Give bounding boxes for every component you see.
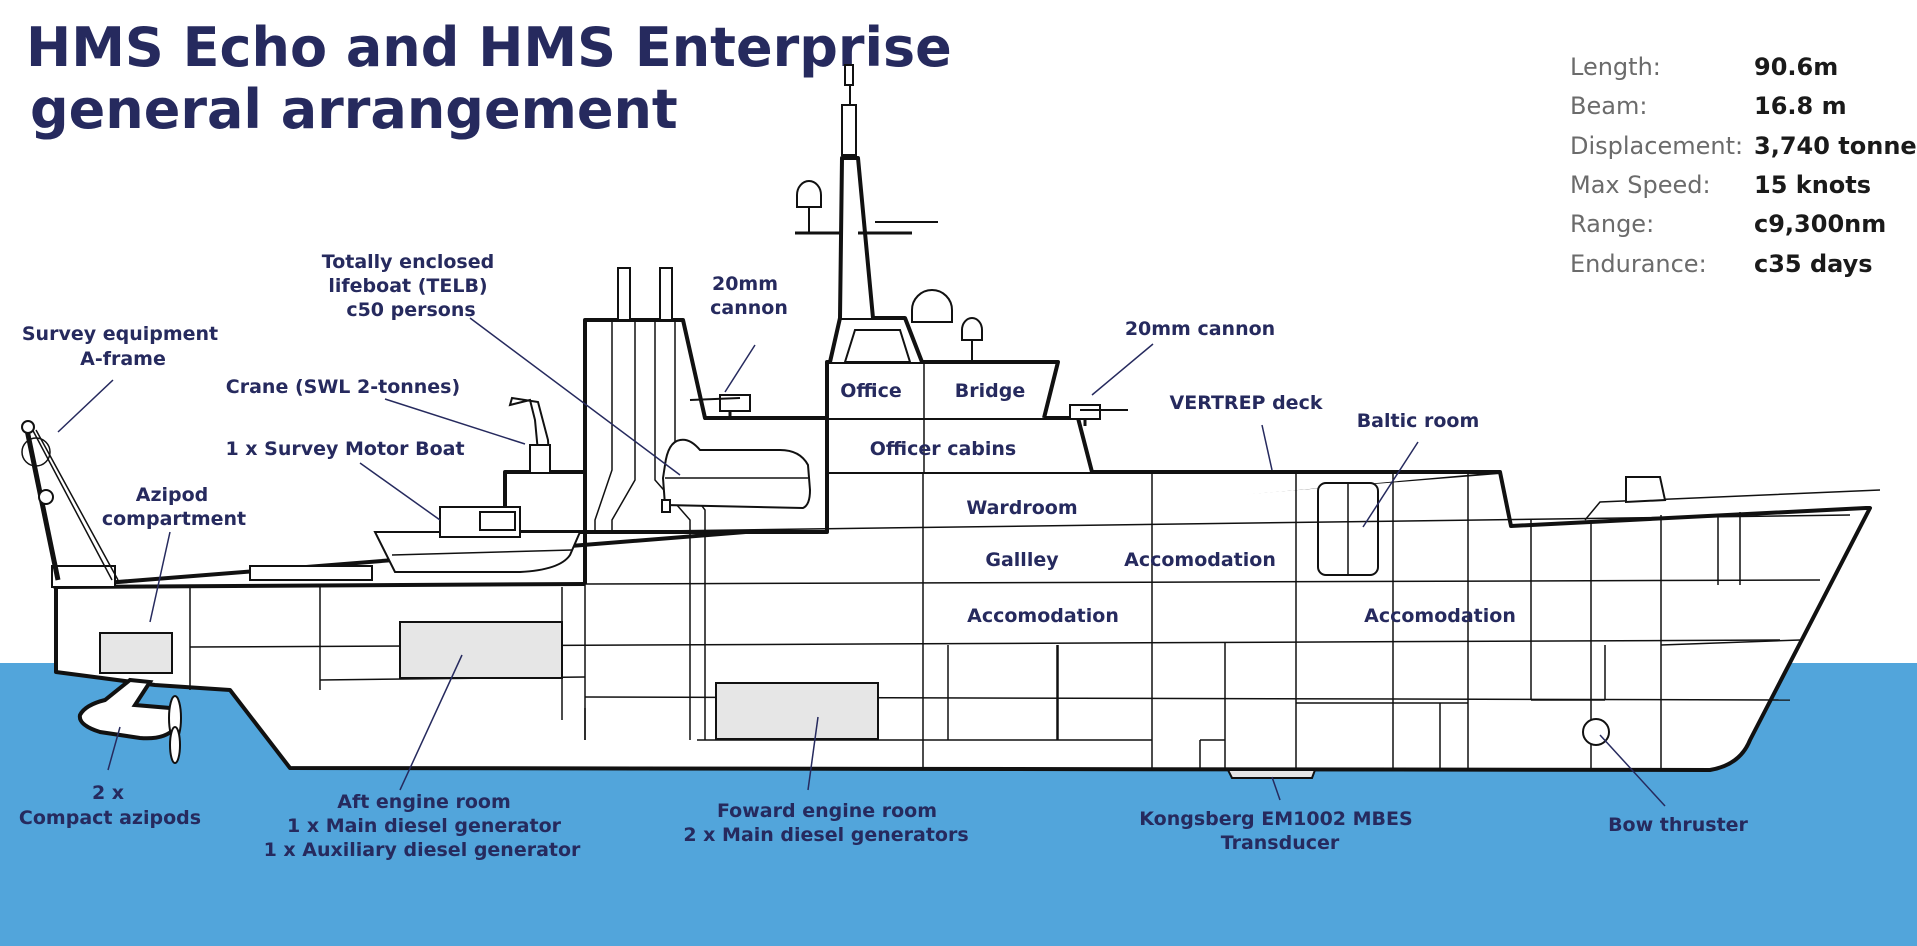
spec-label: Endurance:	[1570, 250, 1707, 278]
cannon-fwd	[1069, 404, 1128, 426]
callout-azipod-compartment: Azipod compartment	[102, 484, 246, 623]
cannon-aft	[689, 394, 751, 418]
aframe-head	[21, 420, 35, 434]
satcom-dome-aft	[796, 180, 822, 208]
callout-survey-boat: 1 x Survey Motor Boat	[225, 438, 465, 521]
svg-text:2 x: 2 x	[92, 782, 124, 804]
mbes-transducer	[1226, 769, 1317, 779]
room-officer-cabins: Officer cabins	[870, 438, 1017, 460]
svg-text:1 x Main diesel generator: 1 x Main diesel generator	[287, 815, 562, 837]
mast	[838, 156, 875, 319]
svg-text:VERTREP deck: VERTREP deck	[1170, 392, 1323, 414]
callout-bow-thruster: Bow thruster	[1599, 734, 1749, 836]
fwd-generators	[715, 682, 879, 740]
svg-text:20mm: 20mm	[712, 273, 778, 295]
aft-generator	[399, 621, 563, 679]
spec-label: Max Speed:	[1570, 171, 1711, 199]
survey-boat-stripe	[391, 549, 573, 556]
spec-value: c35 days	[1754, 250, 1873, 278]
svg-text:c50 persons: c50 persons	[346, 299, 475, 321]
room-bridge: Bridge	[955, 380, 1025, 402]
aft-main-deck	[55, 582, 586, 589]
lifeboat	[661, 438, 812, 510]
svg-text:Transducer: Transducer	[1221, 832, 1340, 854]
svg-text:Crane (SWL 2-tonnes): Crane (SWL 2-tonnes)	[226, 376, 460, 398]
svg-text:1 x Auxiliary diesel generator: 1 x Auxiliary diesel generator	[264, 839, 581, 861]
room-accommodation-mid: Accomodation	[1124, 549, 1276, 571]
aframe-wire-2	[35, 429, 119, 581]
satcom-dome-fwd	[911, 289, 953, 323]
spec-value: 90.6m	[1754, 53, 1838, 81]
small-dome	[961, 317, 983, 341]
spec-label: Beam:	[1570, 92, 1647, 120]
specs-table: Length: 90.6m Beam: 16.8 m Displacement:…	[1570, 53, 1917, 278]
spec-value: 16.8 m	[1754, 92, 1847, 120]
uptake-1	[594, 320, 613, 532]
room-galley: Gallley	[985, 549, 1059, 571]
callout-cannon-fwd: 20mm cannon	[1091, 318, 1275, 396]
svg-text:Foward engine room: Foward engine room	[717, 800, 937, 822]
crane-pedestal	[529, 444, 551, 474]
foredeck-rail	[1584, 489, 1881, 521]
svg-text:Azipod: Azipod	[136, 484, 209, 506]
callout-azipods: 2 x Compact azipods	[19, 726, 201, 829]
spec-label: Range:	[1570, 210, 1654, 238]
svg-text:lifeboat (TELB): lifeboat (TELB)	[328, 275, 487, 297]
title-line-1: HMS Echo and HMS Enterprise	[26, 16, 952, 79]
callout-fwd-engine: Foward engine room 2 x Main diesel gener…	[683, 716, 969, 846]
mast-light	[844, 64, 854, 86]
room-accommodation-aft: Accomodation	[967, 605, 1119, 627]
spec-value: 15 knots	[1754, 171, 1871, 199]
room-wardroom: Wardroom	[966, 497, 1077, 519]
svg-text:1 x Survey Motor Boat: 1 x Survey Motor Boat	[225, 438, 464, 460]
svg-text:20mm cannon: 20mm cannon	[1125, 318, 1275, 340]
svg-text:Survey equipment: Survey equipment	[22, 323, 218, 345]
spec-value: c9,300nm	[1754, 210, 1886, 238]
deck-02	[584, 514, 1851, 533]
bridge-block	[825, 360, 1060, 419]
spec-label: Length:	[1570, 53, 1661, 81]
callout-survey-aframe: Survey equipment A-frame	[22, 323, 218, 433]
callout-mbes: Kongsberg EM1002 MBES Transducer	[1139, 776, 1413, 854]
uptake-2	[611, 320, 636, 532]
aframe-pivot	[38, 489, 54, 505]
aframe-sheave	[21, 437, 51, 467]
title-line-2: general arrangement	[30, 78, 678, 141]
spec-label: Displacement:	[1570, 132, 1743, 160]
svg-text:Bow thruster: Bow thruster	[1608, 814, 1748, 836]
svg-text:compartment: compartment	[102, 508, 246, 530]
svg-text:Totally enclosed: Totally enclosed	[322, 251, 494, 273]
azipod-unit	[99, 632, 173, 674]
callout-baltic-room: Baltic room	[1357, 410, 1480, 528]
svg-text:Kongsberg EM1002 MBES: Kongsberg EM1002 MBES	[1139, 808, 1412, 830]
deck-01	[584, 579, 1821, 585]
deck-rail-box	[249, 565, 373, 581]
svg-text:A-frame: A-frame	[80, 348, 166, 370]
lifeboat-davit	[661, 499, 671, 513]
room-accommodation-fwd: Accomodation	[1364, 605, 1516, 627]
mast-antenna	[841, 104, 857, 156]
svg-text:Compact azipods: Compact azipods	[19, 807, 201, 829]
spec-value: 3,740 tonnes	[1754, 132, 1917, 160]
azipod-propeller-bottom	[169, 726, 181, 764]
callout-crane: Crane (SWL 2-tonnes)	[226, 376, 526, 445]
svg-text:Baltic room: Baltic room	[1357, 410, 1480, 432]
callout-vertrep: VERTREP deck	[1170, 392, 1323, 471]
callout-aft-engine: Aft engine room 1 x Main diesel generato…	[264, 654, 581, 861]
room-office: Office	[840, 380, 902, 402]
exhaust-stack-2	[659, 267, 673, 321]
forecastle-fitting	[1625, 476, 1667, 504]
fwd-deck-seg	[1660, 639, 1801, 646]
aframe-wire	[29, 424, 113, 581]
svg-text:cannon: cannon	[710, 297, 788, 319]
callout-cannon-aft: 20mm cannon	[710, 273, 788, 393]
svg-text:2 x Main diesel generators: 2 x Main diesel generators	[683, 824, 968, 846]
survey-boat-window	[479, 511, 516, 531]
exhaust-stack-1	[617, 267, 631, 321]
bridge-window-housing	[843, 329, 912, 363]
stern-deck-box	[51, 565, 116, 588]
callout-lifeboat: Totally enclosed lifeboat (TELB) c50 per…	[322, 251, 681, 476]
svg-text:Aft engine room: Aft engine room	[337, 791, 511, 813]
